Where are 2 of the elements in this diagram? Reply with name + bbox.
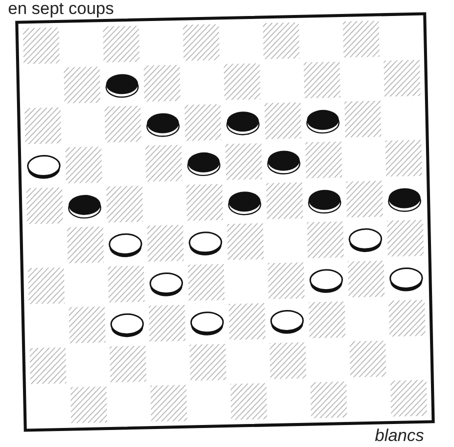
caption-text: en sept coups — [8, 0, 114, 18]
caption-text: blancs — [374, 427, 424, 445]
